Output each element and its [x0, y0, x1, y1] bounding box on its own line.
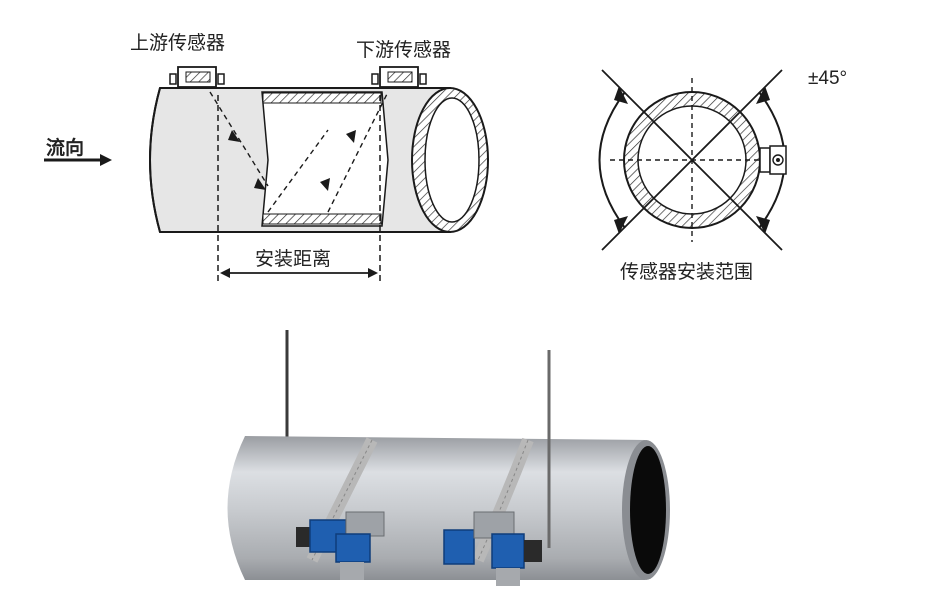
- range-arc-left: [598, 91, 626, 229]
- installation-photo: [227, 330, 670, 586]
- photo-pipe: [227, 436, 659, 580]
- pipe-side-view: [149, 87, 489, 282]
- angle-label: ±45°: [808, 68, 848, 89]
- flow-direction-arrow: [44, 154, 112, 166]
- flow-direction-label: 流向: [46, 137, 85, 159]
- install-range-label: 传感器安装范围: [620, 261, 754, 283]
- pipe-wall-top: [262, 92, 382, 104]
- upstream-sensor: [169, 66, 225, 88]
- photo-sensor-right: [443, 511, 542, 586]
- install-distance-dimension: [220, 268, 378, 278]
- cross-section-diagram: [598, 69, 787, 251]
- range-sensor: [759, 145, 787, 175]
- upstream-sensor-label: 上游传感器: [130, 32, 226, 54]
- pipe-wall-bottom: [262, 213, 382, 225]
- downstream-sensor-label: 下游传感器: [356, 39, 452, 61]
- signal-path: [209, 91, 389, 213]
- install-distance-label: 安装距离: [255, 248, 332, 270]
- downstream-sensor: [371, 66, 427, 88]
- photo-sensor-left: [296, 511, 385, 580]
